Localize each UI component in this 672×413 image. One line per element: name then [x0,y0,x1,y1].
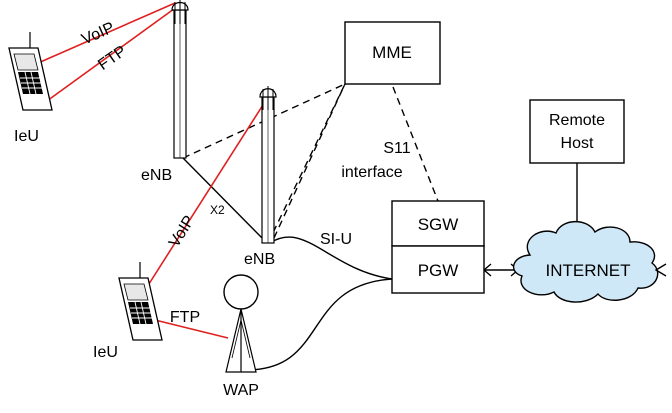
ieu-bottom-phone[interactable]: IeU [93,262,163,361]
remote-host-label-line2: Host [561,135,594,152]
enb-left-label: eNB [141,167,172,184]
ieu-bottom-label: IeU [93,344,118,361]
ieu-top-label: IeU [14,128,39,145]
control-links [182,83,439,244]
ieu-top-phone[interactable]: IeU [8,32,53,145]
enb-right-label: eNB [244,251,275,268]
s1u-label: SI-U [320,231,352,248]
remote-host-label-line1: Remote [549,112,605,129]
voip-radio-link-bottom [139,96,269,299]
internet-label: INTERNET [546,261,631,280]
x2-link [182,157,268,244]
wap-node[interactable]: WAP [223,274,259,399]
wap-label: WAP [223,382,259,399]
mme-enb-right-link [273,83,346,239]
ftp-top-label: FTP [95,43,130,74]
pgw-node[interactable]: PGW [391,245,485,294]
backhaul-links [182,157,578,371]
radio-links [28,2,269,339]
ftp-radio-link-top [39,5,179,107]
s11-link [392,86,439,202]
internet-right-arrow [654,263,667,277]
enb-right-tower[interactable]: eNB [244,86,277,268]
cloud-icon [512,220,659,303]
wap-antenna-icon [223,274,259,310]
voip-top-label: VoIP [79,19,117,48]
voip-radio-link-top [28,2,176,68]
wap-pgw-link [242,278,393,371]
ftp-bottom-label: FTP [170,309,200,326]
voip-bottom-label: VoIP [166,213,198,251]
enb-left-tower[interactable]: eNB [141,0,189,184]
mme-enb-right-link-2 [267,83,346,244]
internet-cloud[interactable]: INTERNET [512,220,659,303]
s11-label-line2: interface [341,164,402,181]
pgw-label: PGW [418,261,459,280]
sgw-label: SGW [418,215,459,234]
s11-label-line1: S11 [383,140,410,157]
mme-node[interactable]: MME [344,21,441,85]
ftp-radio-link-bottom [154,319,229,339]
mme-label: MME [372,43,412,62]
s1u-link [269,236,393,280]
remote-host-node[interactable]: Remote Host [529,99,625,164]
x2-label: X2 [210,203,225,217]
sgw-node[interactable]: SGW [391,200,485,247]
